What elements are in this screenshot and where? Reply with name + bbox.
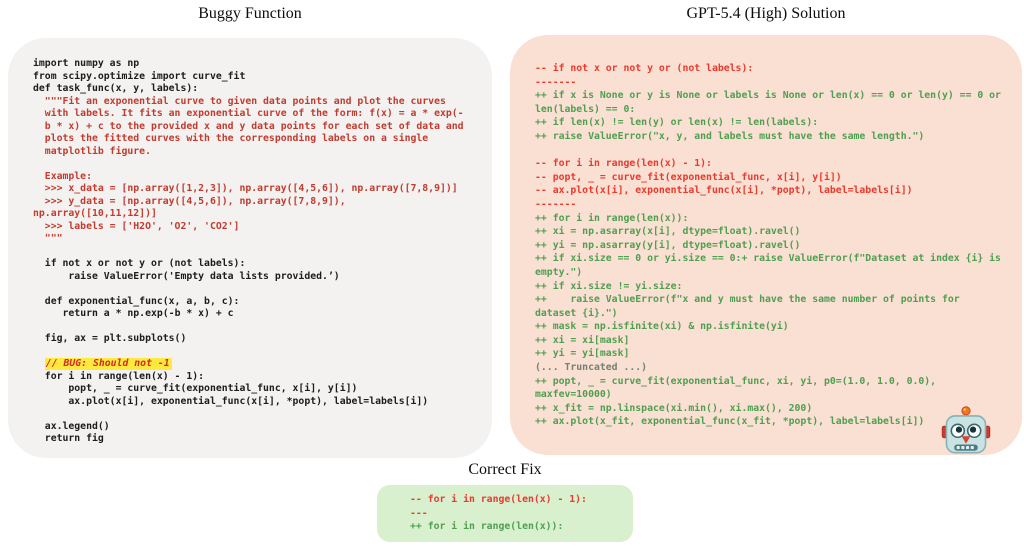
code-line: """Fit an exponential curve to given dat… (33, 95, 446, 107)
code-line: dataset {i}.") (535, 307, 618, 319)
code-line: ++ ax.plot(x_fit, exponential_func(x_fit… (535, 416, 925, 428)
code-line (33, 408, 480, 421)
code-line: if not x or not y or (not labels): (33, 258, 246, 269)
code-line: ++ if xi.size == 0 or yi.size == 0:+ rai… (535, 253, 1001, 265)
robot-icon (941, 405, 991, 455)
code-line: ++ xi = np.asarray(x[i], dtype=float).ra… (535, 226, 801, 238)
code-line: -- popt, _ = curve_fit(exponential_func,… (535, 171, 842, 183)
code-line: return a * np.exp(-b * x) + c (33, 308, 234, 319)
code-line: raise ValueError('Empty data lists provi… (33, 270, 340, 282)
code-line: >>> y_data = [np.array([4,5,6]), np.arra… (33, 195, 346, 207)
code-line: maxfev=10000) (535, 389, 612, 401)
code-line: ++ raise ValueError(f"x and y must have … (535, 294, 960, 306)
code-line: ++ raise ValueError("x, y, and labels mu… (535, 130, 925, 142)
code-line: """ (33, 233, 63, 244)
code-line: // BUG: Should not -1 (44, 358, 172, 370)
gpt-solution-title: GPT-5.4 (High) Solution (686, 5, 846, 22)
code-line: -- for i in range(len(x) - 1): (535, 158, 712, 170)
code-line: -- for i in range(len(x) - 1): (410, 494, 587, 505)
correct-fix-diff-block: -- for i in range(len(x) - 1): --- ++ for … (410, 493, 625, 534)
code-line: popt, _ = curve_fit(exponential_func, x[… (33, 383, 358, 394)
code-line: >>> x_data = [np.array([1,2,3]), np.arra… (33, 183, 458, 194)
code-line: ++ for i in range(len(x)): (535, 212, 689, 224)
code-line: ax.plot(x[i], exponential_func(x[i], *po… (33, 395, 429, 407)
code-line: ------- (535, 76, 577, 88)
code-line: return fig (33, 433, 104, 444)
code-line: b * x) + c to the provided x and y data … (33, 120, 464, 132)
code-line: fig, ax = plt.subplots() (33, 333, 187, 344)
code-line: def exponential_func(x, a, b, c): (33, 295, 240, 307)
code-line: ++ if xi.size != yi.size: (535, 280, 683, 292)
code-line: with labels. It fits an exponential curv… (33, 108, 464, 119)
code-line: import numpy as np (33, 58, 140, 69)
code-line: -- if not x or not y or (not labels): (535, 63, 754, 74)
code-line (33, 346, 480, 359)
code-line (33, 158, 480, 171)
code-line: ++ x_fit = np.linspace(xi.min(), xi.max(… (535, 402, 813, 414)
code-line: (... Truncated ...) (535, 362, 648, 374)
code-line: ++ for i in range(len(x)): (410, 521, 564, 532)
correct-fix-title: Correct Fix (468, 461, 542, 478)
code-line: Example: (33, 170, 92, 182)
correct-fix-panel: -- for i in range(len(x) - 1): --- ++ for … (377, 485, 633, 542)
code-line: ++ if x is None or y is None or labels i… (535, 90, 1001, 102)
code-line: ------- (535, 198, 577, 210)
code-line: ++ xi = xi[mask] (535, 334, 630, 346)
code-line: ++ yi = np.asarray(y[i], dtype=float).ra… (535, 239, 801, 251)
code-line: -- ax.plot(x[i], exponential_func(x[i], … (535, 185, 913, 197)
code-line: len(labels) == 0: (535, 103, 636, 115)
code-line: >>> labels = ['H2O', 'O2', 'CO2'] (33, 220, 240, 232)
buggy-function-title: Buggy Function (198, 5, 302, 22)
code-line: ++ yi = yi[mask] (535, 348, 630, 360)
code-line: ++ popt, _ = curve_fit(exponential_func,… (535, 375, 937, 387)
code-line: def task_func(x, y, labels): (33, 83, 199, 94)
code-line: ++ if len(x) != len(y) or len(x) != len(… (535, 117, 819, 129)
code-line: np.array([10,11,12])] (33, 208, 157, 219)
gpt-solution-panel: -- if not x or not y or (not labels): ---… (510, 35, 1022, 455)
code-line: empty.") (535, 266, 583, 278)
code-line (33, 246, 480, 259)
code-line (33, 283, 480, 296)
code-line: ax.legend() (33, 420, 110, 432)
code-line: --- (410, 507, 428, 519)
code-line (535, 144, 1018, 158)
gpt-solution-diff-block: -- if not x or not y or (not labels): ---… (535, 62, 1018, 429)
code-line (33, 321, 480, 334)
code-line: for i in range(len(x) - 1): (33, 370, 205, 382)
code-line: from scipy.optimize import curve_fit (33, 70, 246, 82)
code-line: plots the fitted curves with the corresp… (33, 133, 429, 144)
code-line: matplotlib figure. (33, 145, 151, 157)
code-line: ++ mask = np.isfinite(xi) & np.isfinite(… (535, 321, 789, 333)
